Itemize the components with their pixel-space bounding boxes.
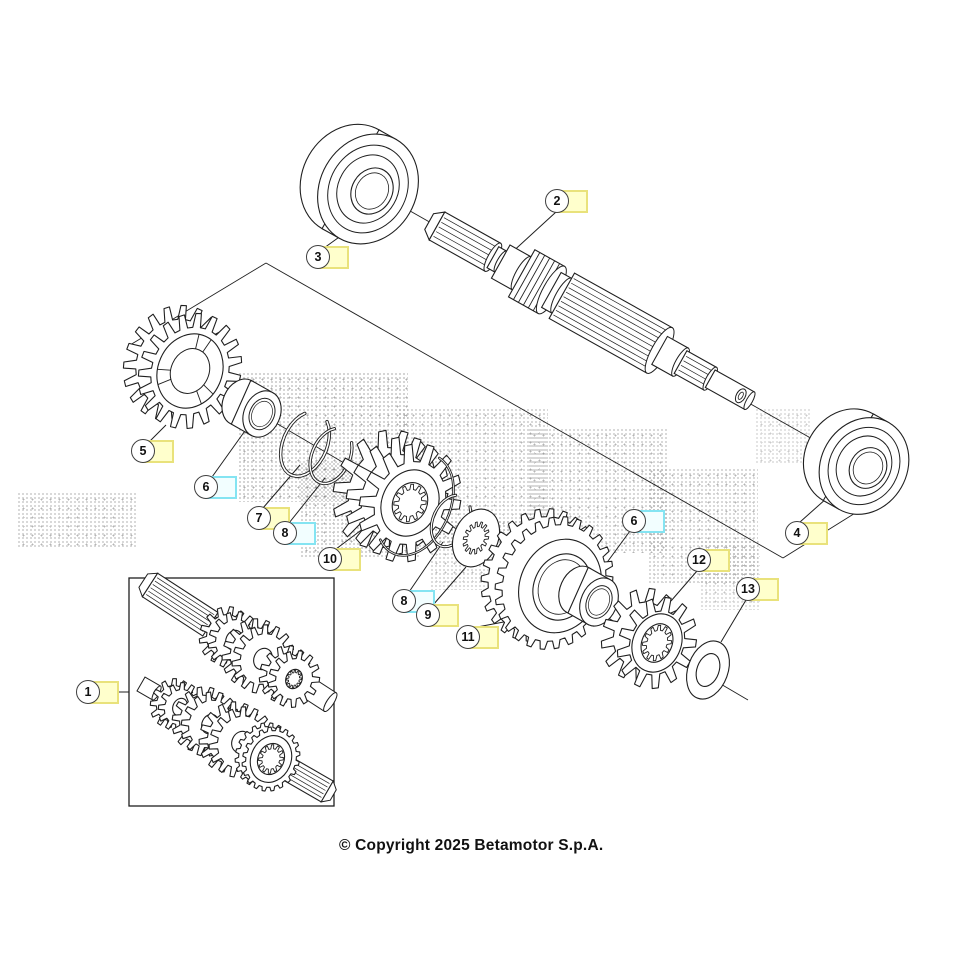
callout-number: 12 [687, 548, 711, 572]
callout-number: 8 [392, 589, 416, 613]
gearbox-assembly-1-drawing [136, 572, 338, 803]
callout-number: 2 [545, 189, 569, 213]
gear-5-drawing [122, 304, 243, 430]
callout-number: 1 [76, 680, 100, 704]
callout-3[interactable]: 3 [306, 245, 349, 269]
callout-number: 6 [194, 475, 218, 499]
callout-6b[interactable]: 6 [622, 509, 665, 533]
callout-9[interactable]: 9 [416, 603, 459, 627]
callout-8[interactable]: 8 [273, 521, 316, 545]
snap-ring-8-drawing [308, 427, 354, 486]
callout-11[interactable]: 11 [456, 625, 499, 649]
callout-7[interactable]: 7 [247, 506, 290, 530]
bushing-6-drawing [221, 378, 282, 438]
callout-number: 13 [736, 577, 760, 601]
callout-number: 8 [273, 521, 297, 545]
callout-number: 4 [785, 521, 809, 545]
bearing-3-drawing [299, 123, 419, 245]
callout-number: 7 [247, 506, 271, 530]
washer-13-drawing [686, 640, 730, 700]
gear-12-drawing [600, 587, 698, 690]
callout-6[interactable]: 6 [194, 475, 237, 499]
callout-5[interactable]: 5 [131, 439, 174, 463]
callout-12[interactable]: 12 [687, 548, 730, 572]
bushing-6b-drawing [558, 565, 619, 627]
callout-4[interactable]: 4 [785, 521, 828, 545]
callout-13[interactable]: 13 [736, 577, 779, 601]
callout-1[interactable]: 1 [76, 680, 119, 704]
callout-number: 6 [622, 509, 646, 533]
callout-2[interactable]: 2 [545, 189, 588, 213]
callout-number: 10 [318, 547, 342, 571]
callout-number: 5 [131, 439, 155, 463]
circlip-7-drawing [278, 411, 332, 479]
bearing-4-drawing [802, 408, 910, 515]
input-shaft-drawing [424, 211, 756, 411]
callout-10[interactable]: 10 [318, 547, 361, 571]
gear-10-drawing [332, 429, 462, 563]
callout-8b[interactable]: 8 [392, 589, 435, 613]
lock-washer-9-drawing [451, 508, 501, 568]
callout-number: 11 [456, 625, 480, 649]
copyright-text: © Copyright 2025 Betamotor S.p.A. [339, 837, 604, 854]
callout-number: 3 [306, 245, 330, 269]
callout-number: 9 [416, 603, 440, 627]
